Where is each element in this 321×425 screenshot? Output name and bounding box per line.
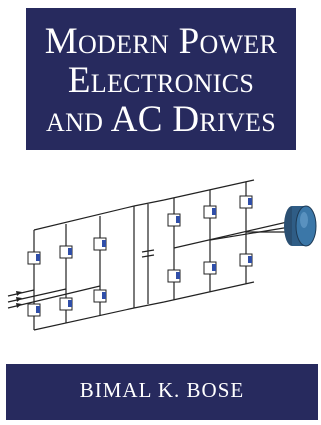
author-name: BIMAL K. BOSE — [79, 378, 245, 402]
title-band: Modern Power Electronics and AC Drives — [26, 8, 296, 150]
author-band: BIMAL K. BOSE — [6, 364, 318, 420]
title-line-2: Electronics — [67, 60, 255, 101]
title-line-1: Modern Power — [44, 21, 278, 62]
book-title: Modern Power Electronics and AC Drives — [26, 22, 296, 139]
ac-motor-icon — [284, 205, 317, 247]
switch-icons — [27, 195, 253, 317]
power-inverter-circuit-icon — [7, 179, 317, 331]
title-line-3: and AC Drives — [46, 99, 276, 140]
